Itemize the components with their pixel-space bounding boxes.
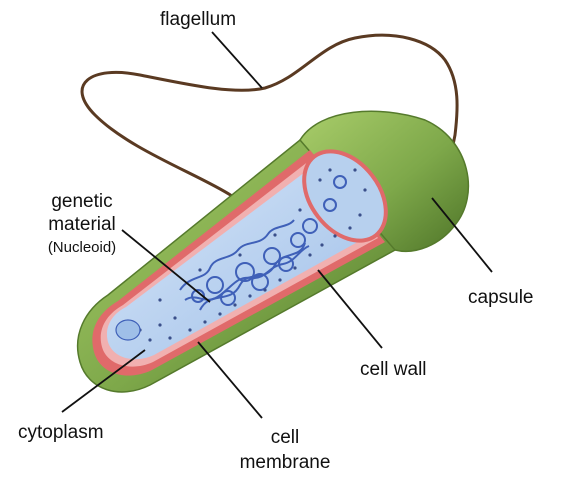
label-cell-membrane-line1: cell: [230, 428, 340, 447]
label-genetic-material-line2: material: [22, 215, 142, 234]
leader-line-cell-wall: [318, 270, 382, 348]
label-capsule: capsule: [468, 288, 534, 307]
label-cytoplasm: cytoplasm: [18, 423, 104, 442]
vesicle: [116, 320, 140, 340]
label-cell-wall: cell wall: [360, 360, 427, 379]
label-genetic-material: genetic material (Nucleoid): [22, 192, 142, 255]
leader-line-flagellum: [212, 32, 262, 88]
label-cell-membrane: cell membrane: [230, 428, 340, 472]
label-nucleoid: (Nucleoid): [22, 240, 142, 255]
label-flagellum: flagellum: [160, 10, 236, 29]
label-cell-membrane-line2: membrane: [230, 453, 340, 472]
leader-line-cell-membrane: [198, 342, 262, 418]
label-genetic-material-line1: genetic: [22, 192, 142, 211]
